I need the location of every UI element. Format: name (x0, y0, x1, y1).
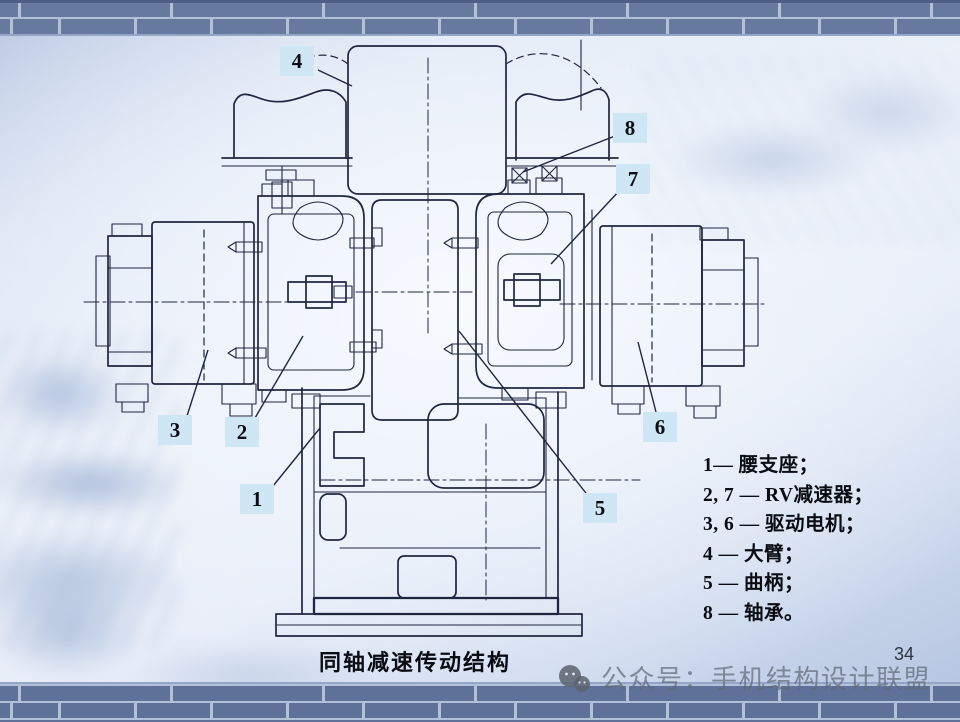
callout-4-num: 4 (291, 48, 303, 73)
callout-leaders (186, 69, 657, 498)
legend-line-3: 3, 6 — 驱动电机； (703, 514, 866, 536)
callout-8: 8 (613, 113, 647, 143)
watermark: 公众号：手机结构设计联盟 (556, 659, 931, 696)
center-column (349, 199, 473, 421)
left-rv-reducer (227, 179, 365, 409)
legend-line-1: 1— 腰支座； (703, 455, 819, 476)
callout-5: 5 (583, 493, 617, 523)
callout-5-num: 5 (594, 495, 606, 520)
callout-2-num: 2 (236, 419, 248, 444)
wechat-icon (559, 664, 590, 692)
brick-border-top (0, 0, 960, 36)
parts-legend: 1— 腰支座； 2, 7 — RV减速器； 3, 6 — 驱动电机； 4 — 大… (703, 451, 873, 629)
page-number: 34 (894, 644, 915, 664)
brick-border-bottom (0, 682, 960, 722)
right-rv-reducer (443, 177, 593, 409)
callout-8-num: 8 (624, 115, 636, 140)
callout-7-num: 7 (627, 166, 639, 191)
legend-line-2: 2, 7 — RV减速器； (703, 484, 874, 506)
callout-4: 4 (280, 46, 314, 76)
figure-caption: 同轴减速传动结构 (318, 650, 511, 675)
right-bracket (505, 88, 619, 184)
right-motor (559, 225, 765, 419)
callout-6: 6 (643, 412, 677, 442)
callout-2: 2 (225, 417, 259, 447)
callout-3-num: 3 (169, 417, 181, 442)
legend-line-4: 4 — 大臂； (703, 543, 805, 565)
callout-7: 7 (616, 164, 650, 194)
callout-6-num: 6 (654, 414, 666, 439)
legend-line-6: 8 — 轴承。 (703, 602, 805, 624)
waist-support (275, 387, 641, 637)
callout-1-num: 1 (251, 486, 263, 511)
legend-line-5: 5 — 曲柄； (703, 573, 805, 595)
watermark-text: 公众号：手机结构设计联盟 (601, 664, 932, 694)
callout-1: 1 (240, 484, 274, 514)
callout-3: 3 (158, 415, 192, 445)
